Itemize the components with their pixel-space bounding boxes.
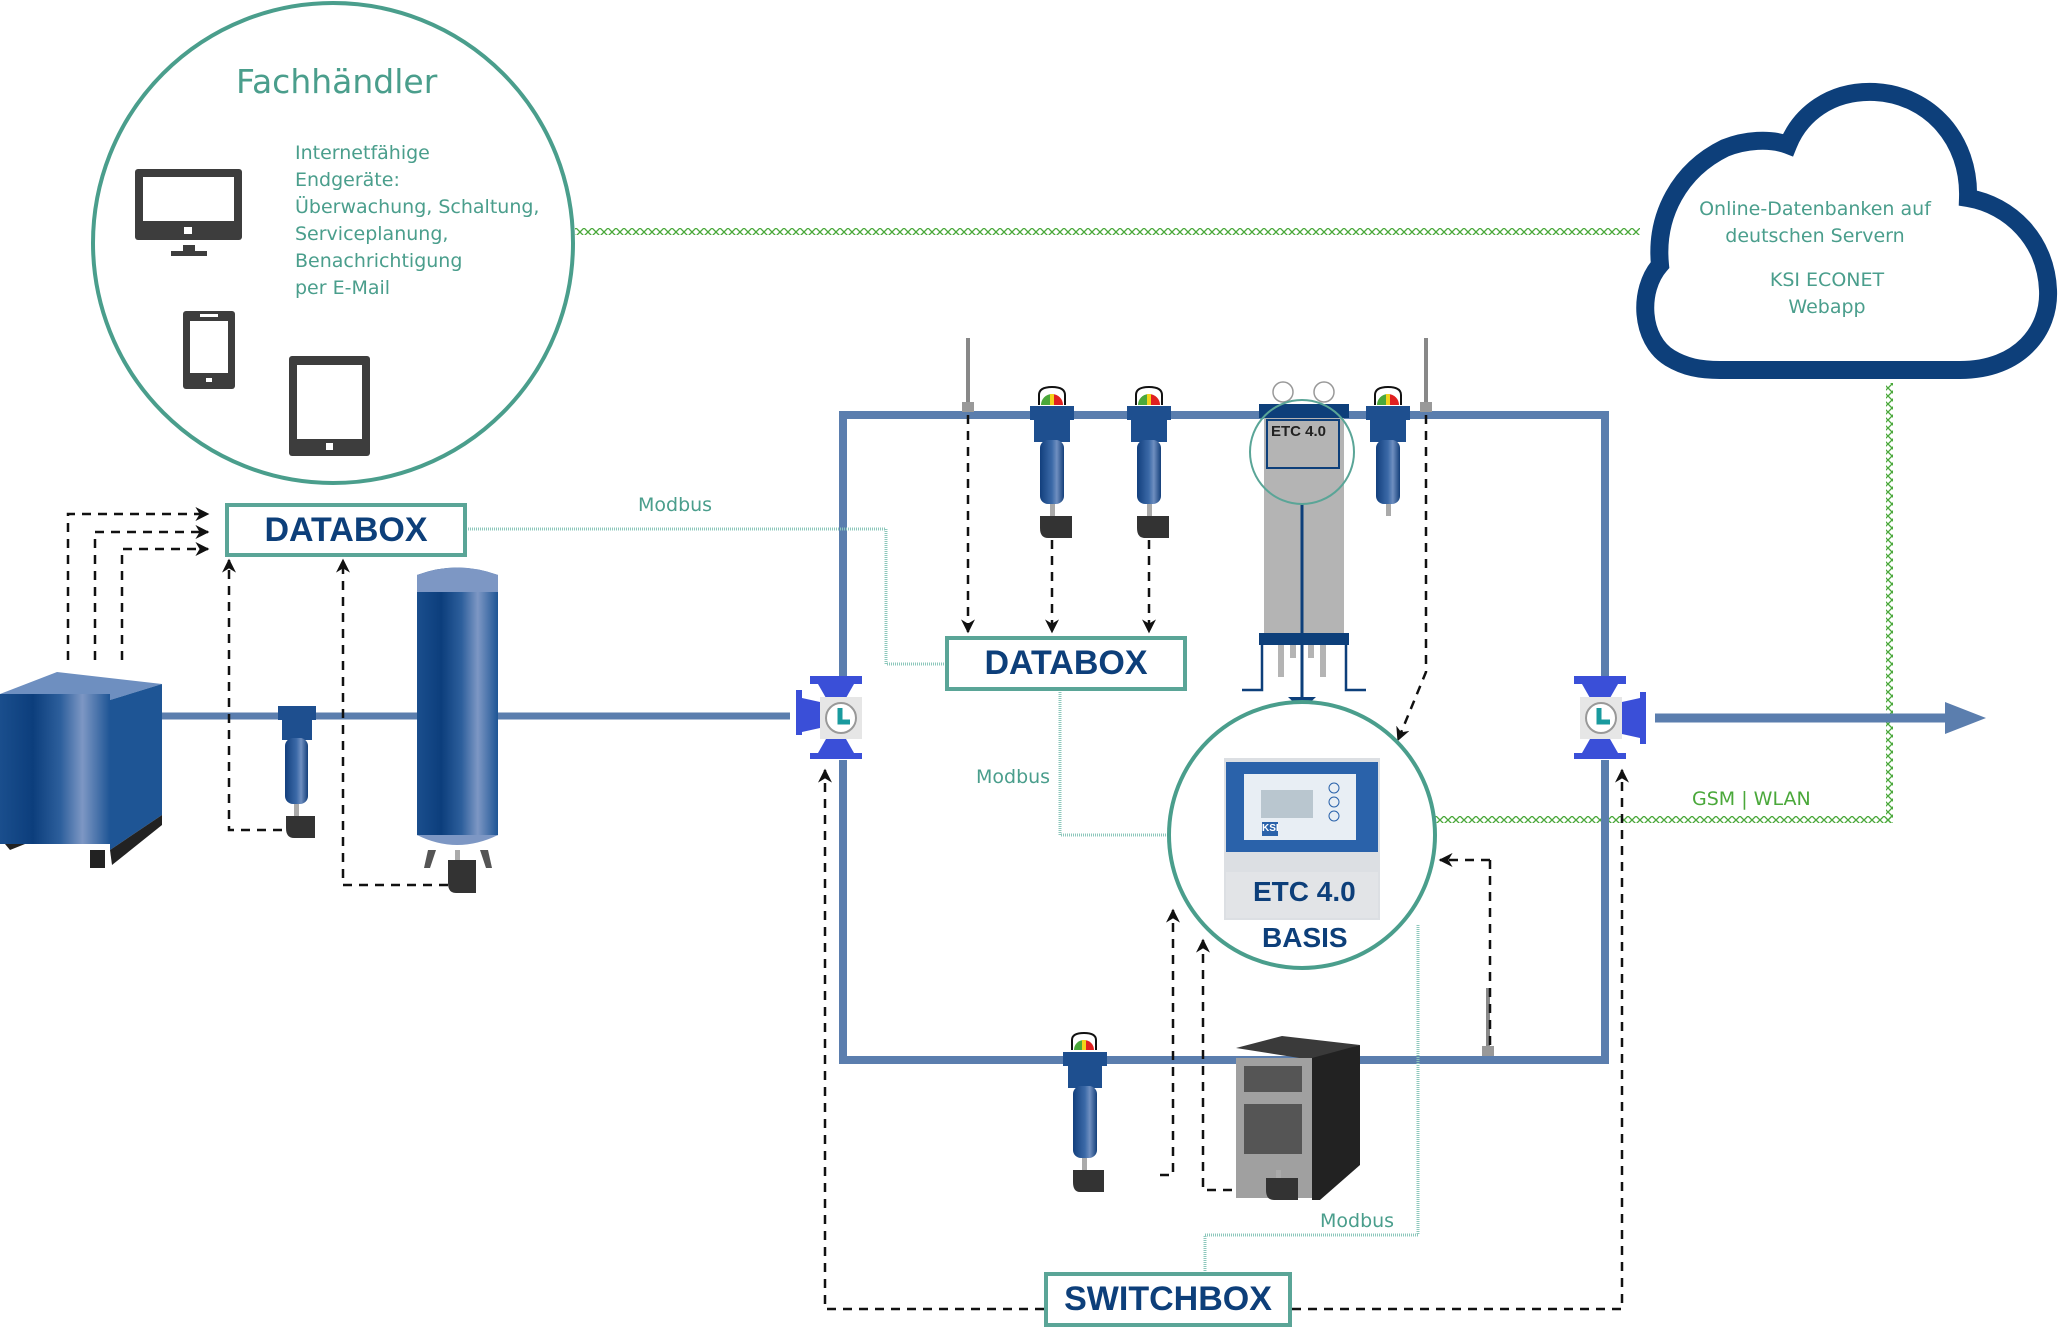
wireless-link-cloud-down — [1886, 383, 1893, 823]
cloud-line: deutschen Servern — [1725, 225, 1905, 247]
dealer-title: Fachhändler — [236, 62, 438, 101]
outlet-arrow-icon — [1945, 702, 1986, 734]
wireless-link-dealer-cloud — [575, 228, 1640, 235]
sensor-probe-icon — [1482, 988, 1494, 1056]
dealer-desc-line: Endgeräte: — [295, 169, 400, 191]
dealer-desc-line: per E-Mail — [295, 277, 391, 299]
modbus-line-bottom — [1203, 925, 1420, 1273]
cloud-line: Webapp — [1788, 296, 1866, 318]
wireless-link-gsm-wlan — [1430, 816, 1893, 823]
modbus-label-center: Modbus — [976, 766, 1051, 788]
dealer-desc-line: Benachrichtigung — [295, 250, 463, 272]
compressor-icon — [0, 672, 162, 868]
bypass-valve-left — [796, 676, 862, 759]
sensor-probe-icon — [1420, 338, 1432, 412]
databox-left[interactable]: DATABOX — [225, 503, 467, 557]
switchbox[interactable]: SWITCHBOX — [1044, 1272, 1292, 1327]
modbus-line-center — [1058, 690, 1170, 837]
cloud-text: Online-Datenbanken auf deutschen Servern… — [1680, 196, 1950, 321]
signal-lines-center — [818, 415, 1629, 1311]
filter-with-gauge — [1030, 385, 1074, 538]
pipe-loop-bottom — [839, 760, 1609, 1064]
filter-with-gauge — [1127, 385, 1171, 538]
filter-icon — [278, 706, 316, 838]
filter-with-gauge — [1366, 385, 1410, 516]
bypass-valve-right — [1574, 676, 1646, 759]
etc-column-label: ETC 4.0 — [1271, 423, 1327, 440]
air-tank-icon — [417, 567, 498, 893]
etc-controller-device — [1224, 758, 1380, 920]
etc-device-label: ETC 4.0 — [1253, 876, 1356, 907]
modbus-label-left: Modbus — [638, 494, 713, 516]
ksi-brand-label: KSI — [1262, 823, 1279, 834]
modbus-label-bottom: Modbus — [1320, 1210, 1395, 1232]
dealer-desc-line: Internetfähige — [295, 142, 430, 164]
filter-with-gauge-bottom — [1063, 1031, 1107, 1192]
pipe-loop-top — [839, 411, 1609, 690]
refrigeration-dryer-icon — [1236, 1036, 1360, 1200]
smartphone-icon — [183, 311, 235, 389]
dealer-desc-line: Serviceplanung, — [295, 223, 449, 245]
cloud-line: KSI ECONET — [1769, 269, 1885, 291]
adsorption-dryer-column — [1242, 381, 1366, 710]
dealer-description: Internetfähige Endgeräte: Überwachung, S… — [295, 140, 539, 302]
databox-center[interactable]: DATABOX — [945, 636, 1187, 691]
tablet-icon — [289, 356, 370, 456]
signal-lines-left — [66, 507, 448, 887]
monitor-icon — [135, 169, 242, 256]
modbus-line-left — [466, 527, 945, 666]
dealer-desc-line: Überwachung, Schaltung, — [295, 196, 540, 218]
sensor-probe-icon — [962, 338, 974, 412]
cloud-line: Online-Datenbanken auf — [1699, 198, 1931, 220]
gsm-wlan-label: GSM | WLAN — [1692, 788, 1811, 810]
etc-variant-label: BASIS — [1262, 922, 1348, 953]
cloud-shape — [1636, 82, 2058, 379]
